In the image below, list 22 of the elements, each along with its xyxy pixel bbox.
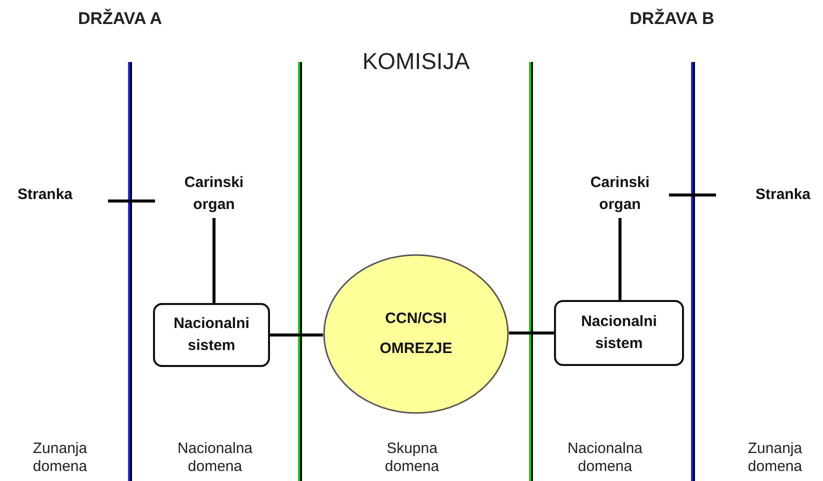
network-ellipse (323, 254, 509, 414)
connector-line (212, 218, 216, 303)
node-label: Stranka (8, 182, 82, 208)
process-box (554, 300, 684, 366)
node-label: Carinski organ (578, 170, 662, 218)
domain-label: Zunanja domena (746, 440, 804, 476)
domain-label: Skupna domena (384, 440, 440, 476)
node-text: Nacionalni sistem (172, 314, 250, 356)
domain-label: Nacionalna domena (566, 440, 644, 476)
commission-heading: KOMISIJA (361, 52, 471, 70)
connector-line (509, 332, 554, 334)
connector-line (270, 334, 323, 336)
country-heading: DRŽAVA B (628, 10, 716, 28)
connector-line (618, 218, 622, 300)
country-heading: DRŽAVA A (76, 10, 164, 28)
process-box (153, 303, 270, 367)
node-text: CCN/CSI OMREZJE (378, 309, 454, 359)
node-label: Carinski organ (172, 170, 256, 218)
domain-label: Nacionalna domena (176, 440, 254, 476)
node-label: Stranka (746, 182, 820, 208)
node-text: Nacionalni sistem (580, 312, 658, 354)
domain-label: Zunanja domena (32, 440, 88, 476)
